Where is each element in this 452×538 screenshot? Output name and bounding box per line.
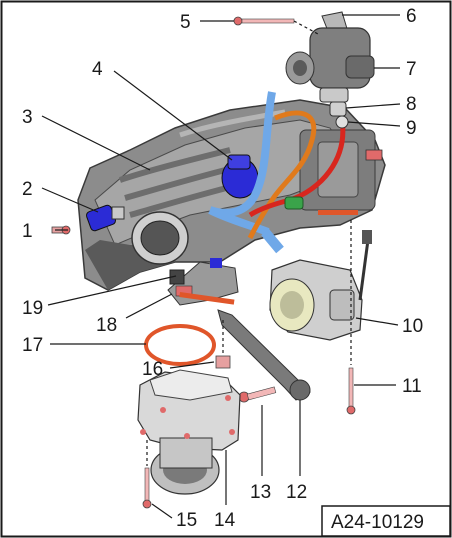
bolt-13 — [238, 386, 277, 403]
callout-1: 1 — [22, 221, 33, 242]
figure-id-box — [321, 505, 451, 537]
throttle-housing — [137, 369, 241, 495]
callout-10: 10 — [402, 316, 423, 337]
callout-16: 16 — [142, 359, 163, 380]
gasket-ring — [144, 324, 216, 366]
high-pressure-fuel-pump — [285, 11, 375, 103]
callout-15: 15 — [176, 510, 197, 531]
callout-7: 7 — [406, 59, 417, 80]
bolt-15 — [142, 467, 152, 509]
actuator-motor — [269, 230, 372, 341]
callout-12: 12 — [286, 482, 307, 503]
bolt-11 — [346, 367, 356, 415]
callout-17: 17 — [22, 335, 43, 356]
green-fitting — [284, 196, 304, 210]
callout-19: 19 — [22, 298, 43, 319]
bolt-5 — [233, 16, 295, 26]
callout-18: 18 — [96, 315, 117, 336]
callout-4: 4 — [92, 59, 103, 80]
callout-6: 6 — [406, 6, 417, 27]
vacuum-hose-orange — [247, 110, 317, 240]
callout-8: 8 — [406, 94, 417, 115]
callout-2: 2 — [22, 179, 33, 200]
callout-9: 9 — [406, 118, 417, 139]
figure-id: A24-10129 — [331, 512, 424, 533]
callout-11: 11 — [402, 376, 422, 397]
nut-16 — [215, 355, 231, 369]
intake-sensor — [85, 204, 125, 232]
callout-5: 5 — [180, 12, 191, 33]
fitting-9 — [335, 115, 349, 129]
coolant-hose-blue — [208, 91, 276, 217]
callout-3: 3 — [22, 107, 33, 128]
callout-13: 13 — [250, 482, 271, 503]
fitting-8 — [329, 101, 347, 117]
callout-14: 14 — [214, 510, 236, 531]
linkage-rod — [217, 309, 311, 401]
blue-valve — [221, 154, 259, 199]
